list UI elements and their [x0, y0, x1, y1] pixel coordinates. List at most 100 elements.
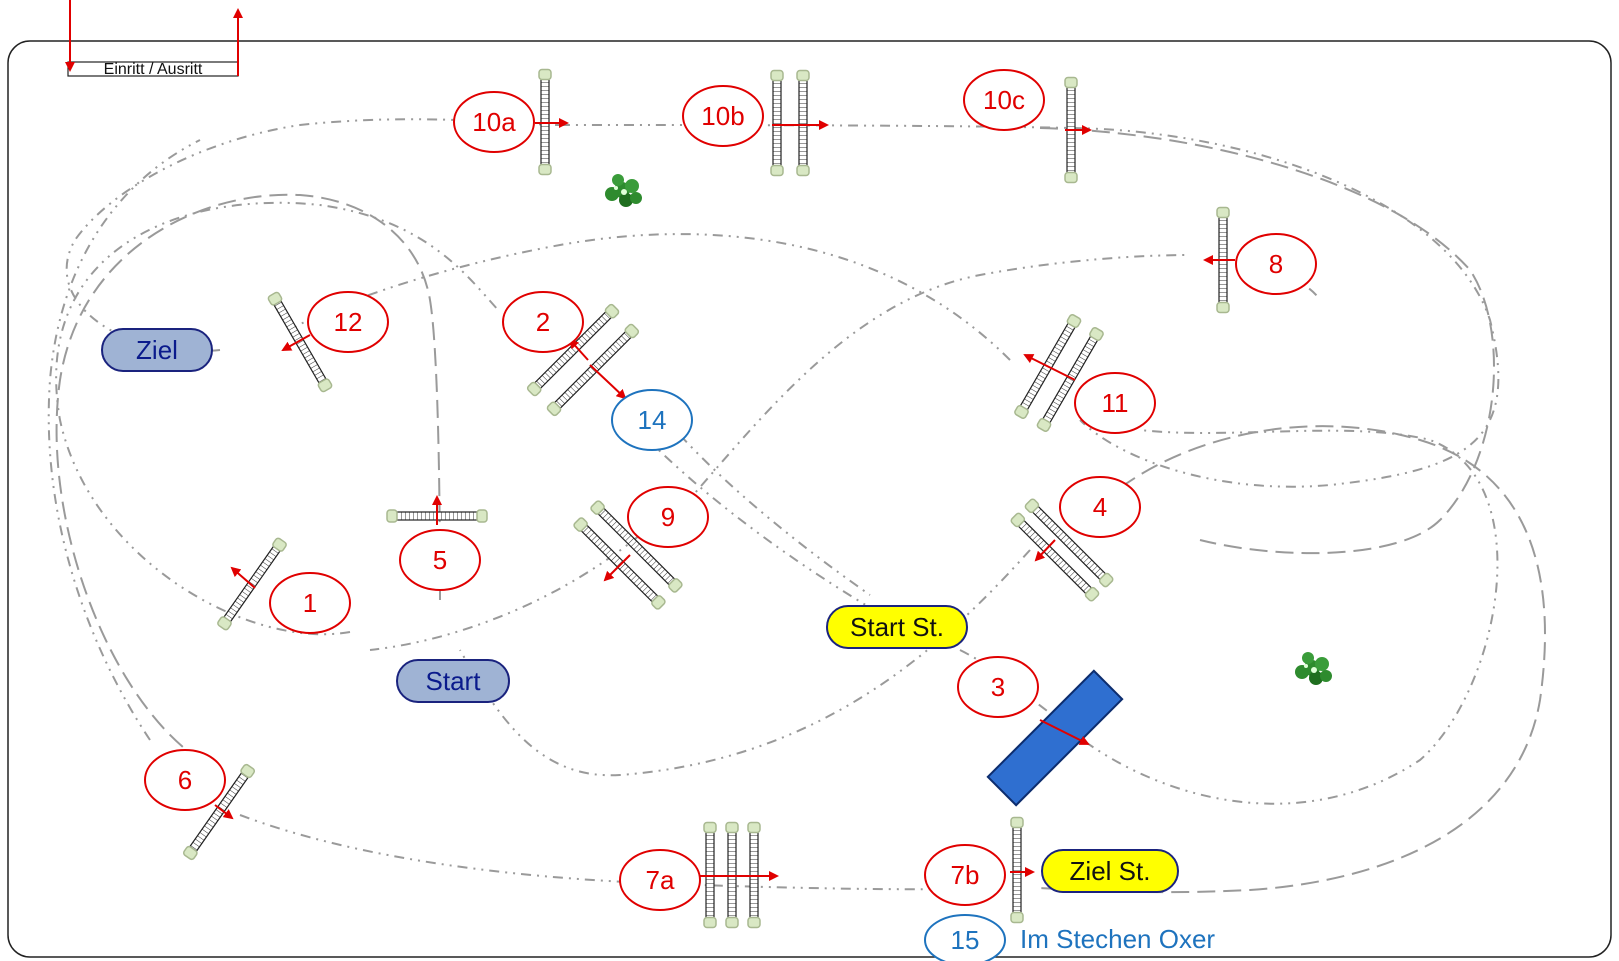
jump-9-stand — [590, 500, 605, 515]
jump-12-stand — [267, 291, 283, 306]
jump-1-stand — [217, 616, 232, 631]
jump-7b-stand — [1010, 911, 1024, 924]
jump-10a-stand — [538, 163, 552, 176]
marker-finish[interactable]: Ziel — [101, 328, 213, 372]
number-14[interactable]: 14 — [611, 389, 693, 451]
number-12[interactable]: 12 — [307, 291, 389, 353]
number-3[interactable]: 3 — [957, 656, 1039, 718]
path-6-to-7 — [47, 139, 1001, 891]
svg-text:14: 14 — [638, 405, 667, 435]
jump-12[interactable] — [267, 291, 333, 393]
jump-11-stand — [1089, 327, 1104, 342]
number-10b[interactable]: 10b — [682, 85, 764, 147]
svg-text:10b: 10b — [701, 101, 744, 131]
jump-7a-stand — [725, 916, 739, 929]
jump-9[interactable] — [573, 500, 683, 610]
arrow-2 — [568, 338, 589, 361]
number-4[interactable]: 4 — [1059, 476, 1141, 538]
jump-4-stand — [1024, 498, 1040, 514]
jump-8-stand — [1216, 206, 1230, 219]
svg-text:Start: Start — [426, 666, 482, 696]
arrow-12 — [281, 334, 311, 351]
jump-7a[interactable] — [703, 821, 761, 929]
path-jumpoff — [459, 434, 1061, 777]
number-2[interactable]: 2 — [502, 291, 584, 353]
number-10a[interactable]: 10a — [453, 91, 535, 153]
jump-off-note: Im Stechen Oxer — [1020, 924, 1215, 954]
jump-7b-rail — [1012, 821, 1022, 919]
number-15[interactable]: 15 — [924, 914, 1006, 961]
jump-7a-stand — [703, 916, 717, 929]
jump-5-stand — [476, 509, 488, 523]
jump-7a-stand — [725, 821, 739, 834]
jump-9-stand — [651, 595, 666, 610]
jump-7a-stand — [703, 821, 717, 834]
bush-icon — [605, 174, 642, 207]
svg-text:5: 5 — [433, 545, 447, 575]
jump-10a-stand — [538, 68, 552, 81]
marker-jump-off-start[interactable]: Start St. — [826, 605, 968, 649]
path-long-dash-east — [1039, 425, 1546, 894]
jump-4-stand — [1098, 572, 1114, 588]
path-loop-east — [559, 124, 1500, 488]
jump-10b-rail — [772, 74, 782, 172]
svg-text:8: 8 — [1269, 249, 1283, 279]
path-main-course — [55, 118, 1499, 805]
marker-start[interactable]: Start — [396, 659, 510, 703]
svg-text:4: 4 — [1093, 492, 1107, 522]
jump-6[interactable] — [182, 763, 256, 861]
number-9[interactable]: 9 — [627, 486, 709, 548]
jump-10b-stand — [770, 164, 784, 177]
jump-2-stand — [604, 303, 620, 319]
svg-text:Ziel St.: Ziel St. — [1070, 856, 1151, 886]
svg-text:6: 6 — [178, 765, 192, 795]
riding-paths — [47, 118, 1546, 894]
svg-text:15: 15 — [951, 925, 980, 955]
jump-2-stand — [526, 381, 542, 397]
jump-1-stand — [272, 537, 287, 552]
obstacle-numbers: 1 2 3 4 5 6 7a 7b 8 9 10a 10b 10c 11 12 … — [144, 69, 1317, 961]
svg-text:10a: 10a — [472, 107, 516, 137]
jump-6-stand — [240, 763, 256, 779]
jump-11-stand — [1014, 404, 1029, 419]
entrance[interactable]: Einritt / Ausritt — [65, 0, 243, 78]
jump-4[interactable] — [1010, 498, 1114, 602]
entrance-label: Einritt / Ausritt — [104, 61, 203, 78]
number-8[interactable]: 8 — [1235, 233, 1317, 295]
jump-9-stand — [573, 517, 588, 532]
arrow-3 — [1039, 719, 1090, 745]
jump-1[interactable] — [217, 537, 288, 631]
jump-10a[interactable] — [538, 68, 552, 176]
svg-text:9: 9 — [661, 502, 675, 532]
jump-7b[interactable] — [1010, 816, 1024, 924]
jump-2-stand — [546, 401, 562, 417]
number-7b[interactable]: 7b — [924, 844, 1006, 906]
jump-7a-stand — [747, 916, 761, 929]
svg-text:1: 1 — [303, 588, 317, 618]
svg-text:11: 11 — [1102, 388, 1129, 418]
marker-jump-off-finish[interactable]: Ziel St. — [1041, 849, 1179, 893]
svg-text:7a: 7a — [646, 865, 675, 895]
jump-10b[interactable] — [770, 69, 810, 177]
path-long-dash-north — [1039, 127, 1495, 555]
number-7a[interactable]: 7a — [619, 849, 701, 911]
jump-10b-stand — [770, 69, 784, 82]
number-10c[interactable]: 10c — [963, 69, 1045, 131]
arrow-6 — [214, 804, 234, 820]
number-1[interactable]: 1 — [269, 572, 351, 634]
path-long-dash-west — [55, 193, 441, 761]
jump-4-stand — [1010, 512, 1026, 528]
svg-text:7b: 7b — [951, 860, 980, 890]
number-11[interactable]: 11 — [1074, 372, 1156, 434]
bush-icon — [1295, 652, 1332, 685]
number-5[interactable]: 5 — [399, 529, 481, 591]
jump-11-stand — [1036, 417, 1052, 432]
jump-7b-stand — [1010, 816, 1024, 829]
svg-text:2: 2 — [536, 307, 550, 337]
jump-11-stand — [1066, 314, 1082, 329]
number-6[interactable]: 6 — [144, 749, 226, 811]
arrow-1 — [230, 566, 256, 589]
arrow-9 — [603, 554, 631, 582]
water-tray-icon — [986, 669, 1124, 807]
